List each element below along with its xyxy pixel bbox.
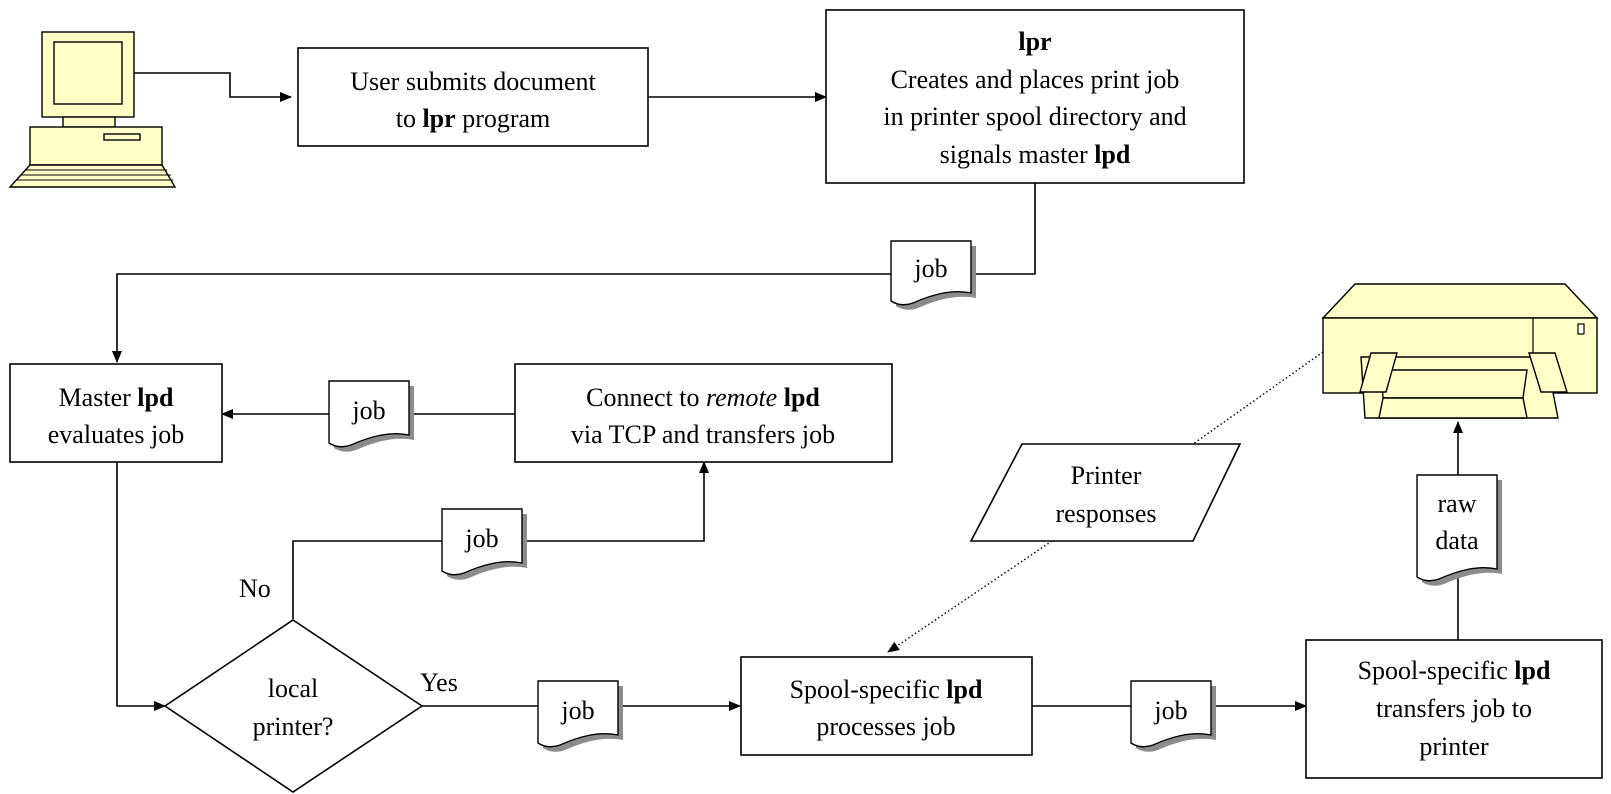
job-label: job <box>464 524 498 553</box>
printer-icon <box>1321 283 1599 419</box>
job-document: job <box>1130 680 1216 752</box>
lpr-title: lpr <box>1018 27 1051 56</box>
printer-responses-data: Printer responses <box>969 443 1242 542</box>
remote-line2: via TCP and transfers job <box>571 420 835 449</box>
spool-transfer-line1: Spool-specific lpd <box>1358 656 1551 685</box>
lpr-line2: in printer spool directory and <box>883 102 1186 131</box>
responses-to-process-dotted-arrow <box>887 540 1053 653</box>
no-label: No <box>239 574 271 603</box>
job-label: job <box>1153 696 1187 725</box>
master-to-decision-arrow <box>116 461 166 711</box>
responses-line2: responses <box>1055 499 1156 528</box>
job-label: job <box>351 396 385 425</box>
computer-to-submit-arrow <box>134 72 292 102</box>
spool-transfer-line2: transfers job to <box>1376 694 1532 723</box>
master-line2: evaluates job <box>48 420 184 449</box>
submit-line2: to lpr program <box>396 104 551 133</box>
decision-line2: printer? <box>253 712 334 741</box>
computer-icon <box>8 31 177 188</box>
raw-data-line2: data <box>1435 526 1479 555</box>
job-document: job <box>441 508 527 580</box>
spool-transfer-line3: printer <box>1419 732 1489 761</box>
submit-line1: User submits document <box>350 67 596 96</box>
lpr-line3: signals master lpd <box>940 140 1131 169</box>
job-label: job <box>913 254 947 283</box>
job-document: job <box>890 240 976 310</box>
printer-responses-dotted-line <box>1192 351 1324 445</box>
lpr-box: lpr Creates and places print job in prin… <box>825 9 1245 184</box>
yes-label: Yes <box>420 668 458 697</box>
master-line1: Master lpd <box>59 383 174 412</box>
spool-process-line2: processes job <box>816 712 955 741</box>
responses-line1: Printer <box>1071 461 1142 490</box>
spool-process-box: Spool-specific lpd processes job <box>740 656 1033 756</box>
job-document: job <box>328 380 414 452</box>
job-document: job <box>537 680 623 752</box>
remote-line1: Connect to remote lpd <box>586 383 820 412</box>
job-label: job <box>560 696 594 725</box>
lpr-to-master-arrow <box>112 182 1036 363</box>
spool-transfer-box: Spool-specific lpd transfers job to prin… <box>1305 639 1603 779</box>
lpr-line1: Creates and places print job <box>891 65 1180 94</box>
raw-data-line1: raw <box>1438 489 1477 518</box>
local-printer-decision: local printer? <box>163 619 424 793</box>
decision-line1: local <box>268 674 319 703</box>
submit-box: User submits document to lpr program <box>297 47 649 147</box>
raw-data-document: raw data <box>1416 474 1502 586</box>
spool-process-line1: Spool-specific lpd <box>790 675 983 704</box>
master-lpd-box: Master lpd evaluates job <box>9 363 223 463</box>
remote-lpd-box: Connect to remote lpd via TCP and transf… <box>514 363 893 463</box>
